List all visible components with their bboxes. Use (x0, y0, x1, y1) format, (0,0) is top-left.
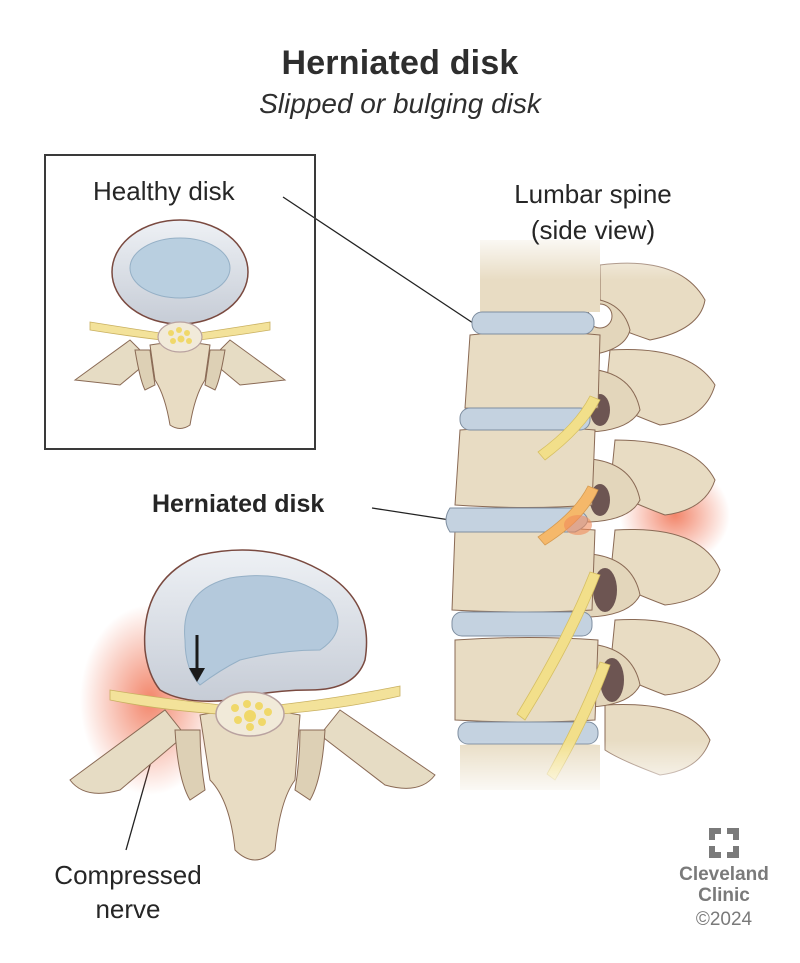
logo-name-line1: Cleveland (679, 864, 769, 885)
lumbar-spine-label-line2: (side view) (530, 215, 656, 245)
lumbar-spine-label-line1: Lumbar spine (514, 179, 672, 209)
compressed-nerve-label-line2: nerve (95, 894, 161, 924)
healthy-disk-label: Healthy disk (93, 176, 235, 206)
lumbar-spine-label: Lumbar spine (side view) (493, 176, 693, 248)
cleveland-clinic-cross-icon (709, 828, 739, 858)
down-arrow-icon (189, 635, 205, 682)
herniated-disk-leader-line (371, 507, 451, 521)
compressed-nerve-label-line1: Compressed (54, 860, 202, 890)
healthy-disk-inset-frame (44, 154, 316, 450)
copyright-year: ©2024 (695, 909, 753, 930)
cleveland-clinic-logo: Cleveland Clinic ©2024 (668, 826, 780, 931)
healthy-disk-illustration (73, 219, 287, 429)
page-title: Herniated disk (281, 44, 519, 82)
logo-name-line2: Clinic (698, 885, 750, 906)
page-subtitle: Slipped or bulging disk (259, 88, 541, 119)
healthy-disk-side (471, 311, 595, 335)
herniated-disk-label: Herniated disk (152, 490, 325, 518)
lumbar-spine-illustration (440, 230, 760, 800)
compressed-nerve-label: Compressed nerve (40, 858, 216, 926)
herniated-disk-illustration (69, 549, 436, 861)
